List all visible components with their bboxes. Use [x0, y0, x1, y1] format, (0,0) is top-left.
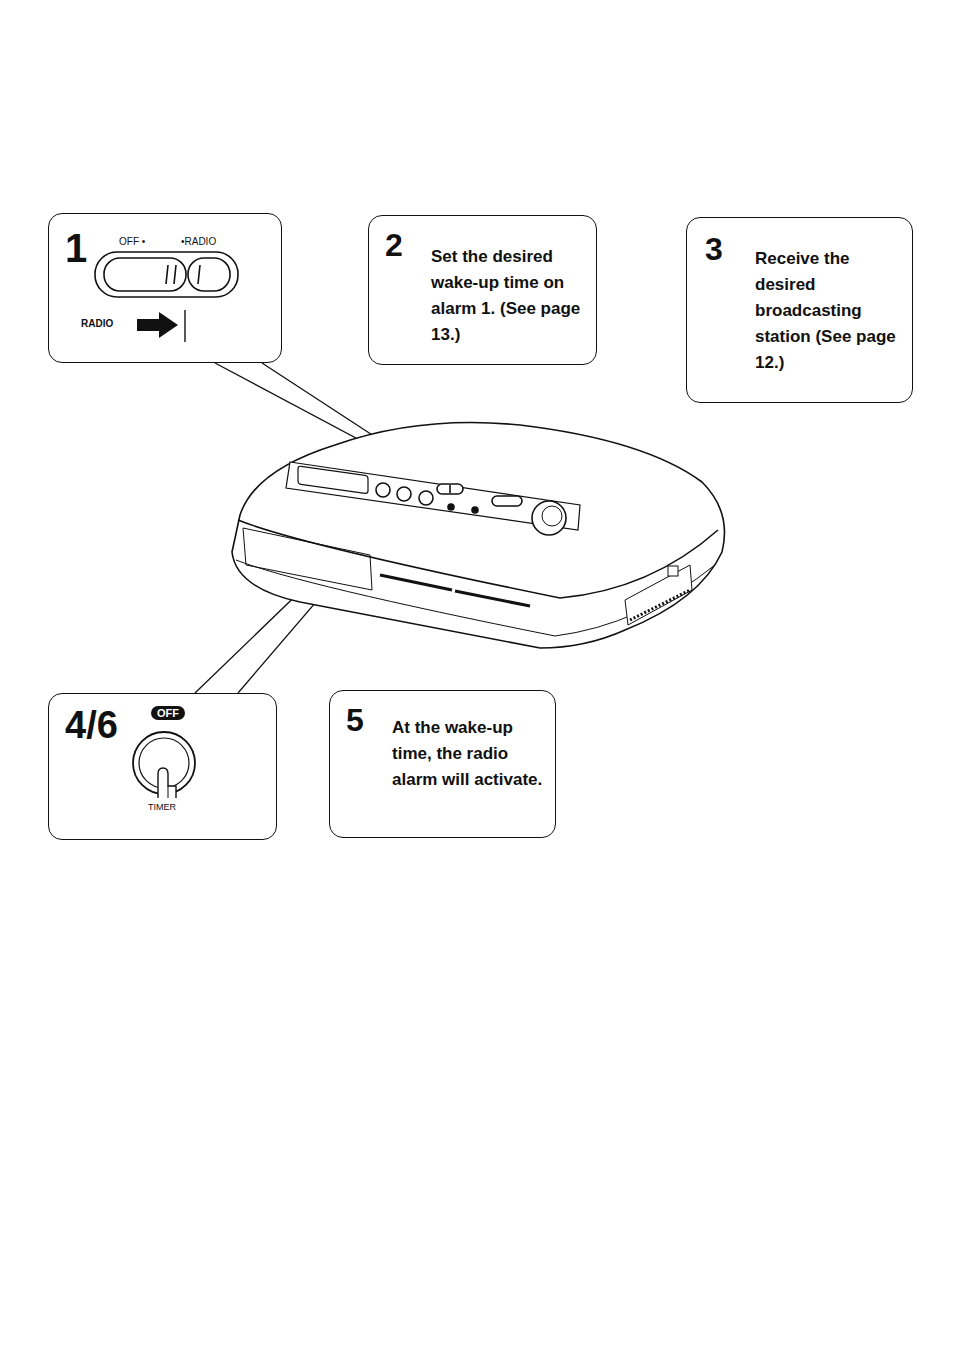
slide-arrow: [137, 310, 185, 342]
function-switch: [95, 252, 238, 297]
step-number: 5: [346, 703, 364, 738]
step-number: 3: [705, 232, 723, 267]
instruction-text: At the wake-up time, the radio alarm wil…: [392, 715, 548, 793]
step-callout: 2 Set the desired wake-up time on alarm 1…: [368, 215, 597, 365]
direction-label: RADIO: [81, 318, 113, 329]
switch-position-label: OFF •: [119, 236, 145, 247]
timer-button: [133, 732, 195, 798]
step-number: 1: [65, 226, 87, 270]
button-name: TIMER: [148, 802, 176, 812]
switch-position-label: •RADIO: [181, 236, 216, 247]
step-number: 4/6: [65, 704, 118, 746]
step-callout: 4/6 OFF TIMER: [48, 693, 277, 840]
step-number: 2: [385, 228, 403, 263]
instruction-text: Receive the desired broadcasting station…: [755, 246, 905, 376]
step-callout: 1 OFF • •RADIO RADIO: [48, 213, 282, 363]
button-label: OFF: [151, 706, 185, 720]
step-callout: 3 Receive the desired broadcasting statio…: [686, 217, 913, 403]
clock-radio: [232, 423, 725, 649]
step-callout: 5 At the wake-up time, the radio alarm wi…: [329, 690, 556, 838]
instruction-text: Set the desired wake-up time on alarm 1.…: [431, 244, 589, 348]
